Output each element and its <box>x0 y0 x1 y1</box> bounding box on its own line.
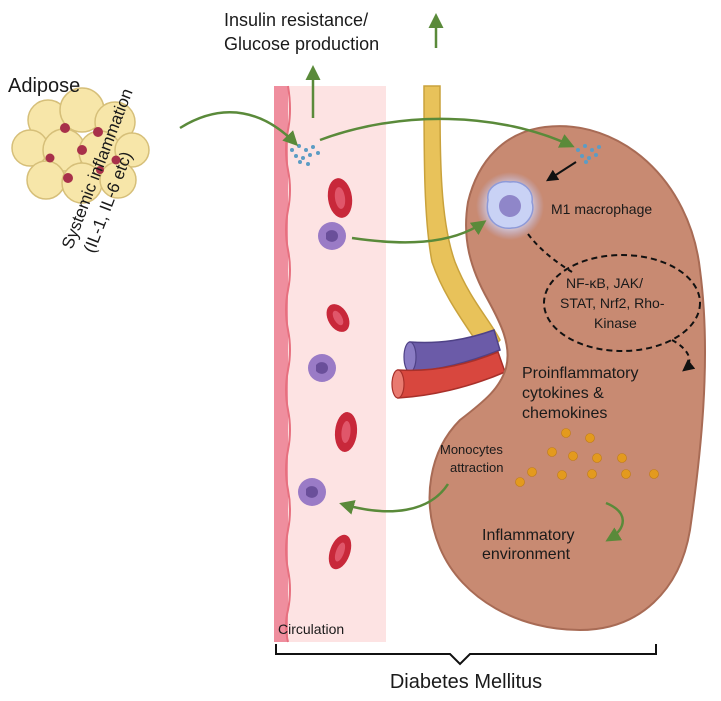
dashed-connector <box>527 233 573 273</box>
monocytes-attraction-label-line2: attraction <box>450 460 503 475</box>
adipose-to-circulation-arrow <box>179 111 299 147</box>
vessel-wall <box>274 86 288 642</box>
diabetes-bracket <box>275 644 657 666</box>
m1-macrophage <box>476 172 544 240</box>
cytokine-activation-arrow <box>545 161 577 182</box>
circulation-to-kidney-arrow <box>319 117 575 148</box>
inflammatory-loop-arrow <box>605 501 624 542</box>
adipose-label: Adipose <box>8 75 80 97</box>
inflammatory-environment-label-line1: Inflammatory <box>482 527 574 544</box>
cytokine-cluster-vessel <box>290 144 320 166</box>
red-blood-cells <box>326 178 358 570</box>
insulin-label-line1: Insulin resistance/ <box>224 10 368 30</box>
m1-macrophage-label: M1 macrophage <box>551 201 652 217</box>
kidney <box>428 125 707 632</box>
proinflammatory-label-line1: Proinflammatory <box>522 365 638 382</box>
monocytes-attraction-label-line1: Monocytes <box>440 442 503 457</box>
circulation-label: Circulation <box>278 621 344 637</box>
diabetes-mellitus-label: Diabetes Mellitus <box>390 671 542 693</box>
monocyte-infiltration-arrow <box>351 220 487 244</box>
pathway-label-line2: STAT, Nrf2, Rho- <box>560 295 665 311</box>
pathway-label-line3: Kinase <box>594 315 637 331</box>
pathway-ellipse <box>543 254 701 352</box>
inflammatory-environment-label-line2: environment <box>482 546 571 563</box>
cytokine-dots <box>515 428 659 487</box>
pathway-output-arrow <box>671 339 696 372</box>
renal-vessels <box>391 329 506 399</box>
monocyte-attraction-arrow <box>339 483 450 515</box>
signaling-pathway <box>527 161 701 372</box>
proinflammatory-label-line2: cytokines & <box>522 385 604 402</box>
adipose-tissue <box>11 87 150 204</box>
insulin-label-line2: Glucose production <box>224 34 379 54</box>
monocytes <box>298 222 346 506</box>
pathway-label-line1: NF-κB, JAK/ <box>566 275 643 291</box>
cytokine-cluster-kidney <box>576 144 601 164</box>
proinflammatory-label-line3: chemokines <box>522 405 607 422</box>
green-arrows <box>179 13 624 542</box>
